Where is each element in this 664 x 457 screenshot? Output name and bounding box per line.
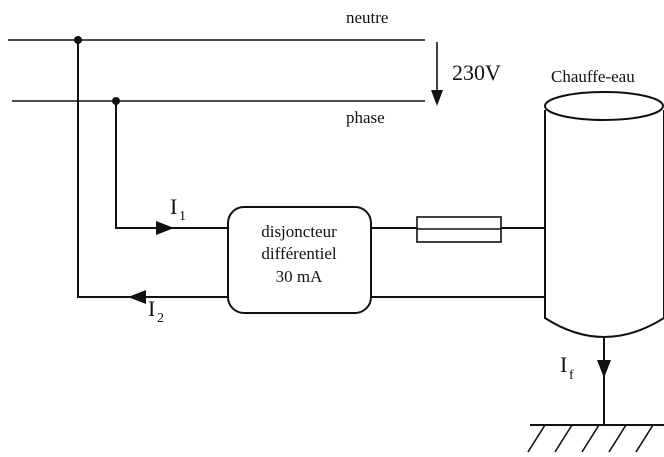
- i1-arrow: [156, 221, 174, 235]
- breaker-label-line2: différentiel: [261, 244, 336, 263]
- if-arrow: [597, 360, 611, 378]
- heater-label: Chauffe-eau: [551, 67, 635, 86]
- i1-label: I: [170, 194, 177, 219]
- breaker-label-line1: disjoncteur: [261, 222, 337, 241]
- i2-subscript: 2: [157, 311, 164, 326]
- i2-label: I: [148, 296, 155, 321]
- i2-arrow: [128, 290, 146, 304]
- voltage-label: 230V: [452, 60, 501, 85]
- i1-subscript: 1: [179, 209, 186, 224]
- if-subscript: f: [569, 368, 574, 383]
- breaker-label-line3: 30 mA: [276, 267, 323, 286]
- if-label: I: [560, 352, 567, 377]
- heater-body: [544, 110, 664, 338]
- neutral-label: neutre: [346, 8, 388, 27]
- phase-branch-wire: [115, 101, 228, 229]
- voltage-arrow-head: [431, 90, 443, 106]
- ground-hatching: [527, 424, 654, 453]
- neutral-branch-wire: [77, 40, 228, 298]
- breaker-box: [227, 206, 372, 314]
- heater-top: [544, 91, 664, 121]
- phase-label: phase: [346, 108, 385, 127]
